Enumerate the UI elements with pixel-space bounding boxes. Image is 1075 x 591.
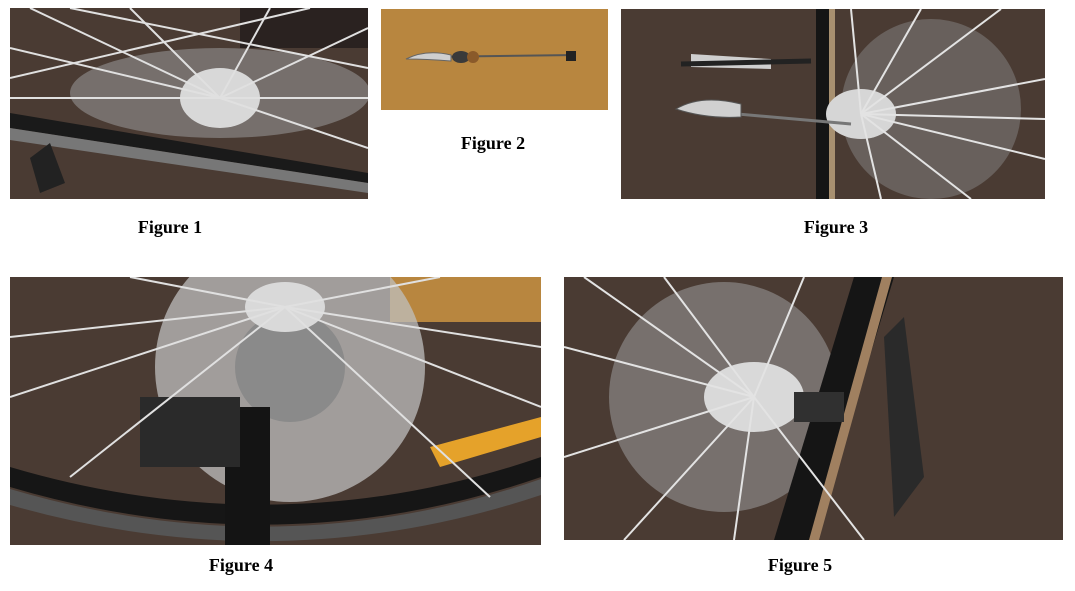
figure-2-photo [381, 9, 608, 110]
figure-2-caption: Figure 2 [460, 133, 526, 153]
figure-5-photo [564, 277, 1063, 540]
figure-5-caption: Figure 5 [767, 555, 833, 575]
figure-1-photo [10, 8, 368, 199]
fork-disc-brake-photo [10, 277, 541, 545]
skewer-inserted-hub-photo [621, 9, 1045, 199]
bike-wheel-hub-photo [10, 8, 368, 199]
hub-fork-dropout-photo [564, 277, 1063, 540]
figure-4-photo [10, 277, 541, 545]
figure-4-caption: Figure 4 [208, 555, 274, 575]
figure-3-photo [621, 9, 1045, 199]
figure-3-caption: Figure 3 [803, 217, 869, 237]
figure-1-caption: Figure 1 [137, 217, 203, 237]
quick-release-skewer-photo [381, 9, 608, 110]
